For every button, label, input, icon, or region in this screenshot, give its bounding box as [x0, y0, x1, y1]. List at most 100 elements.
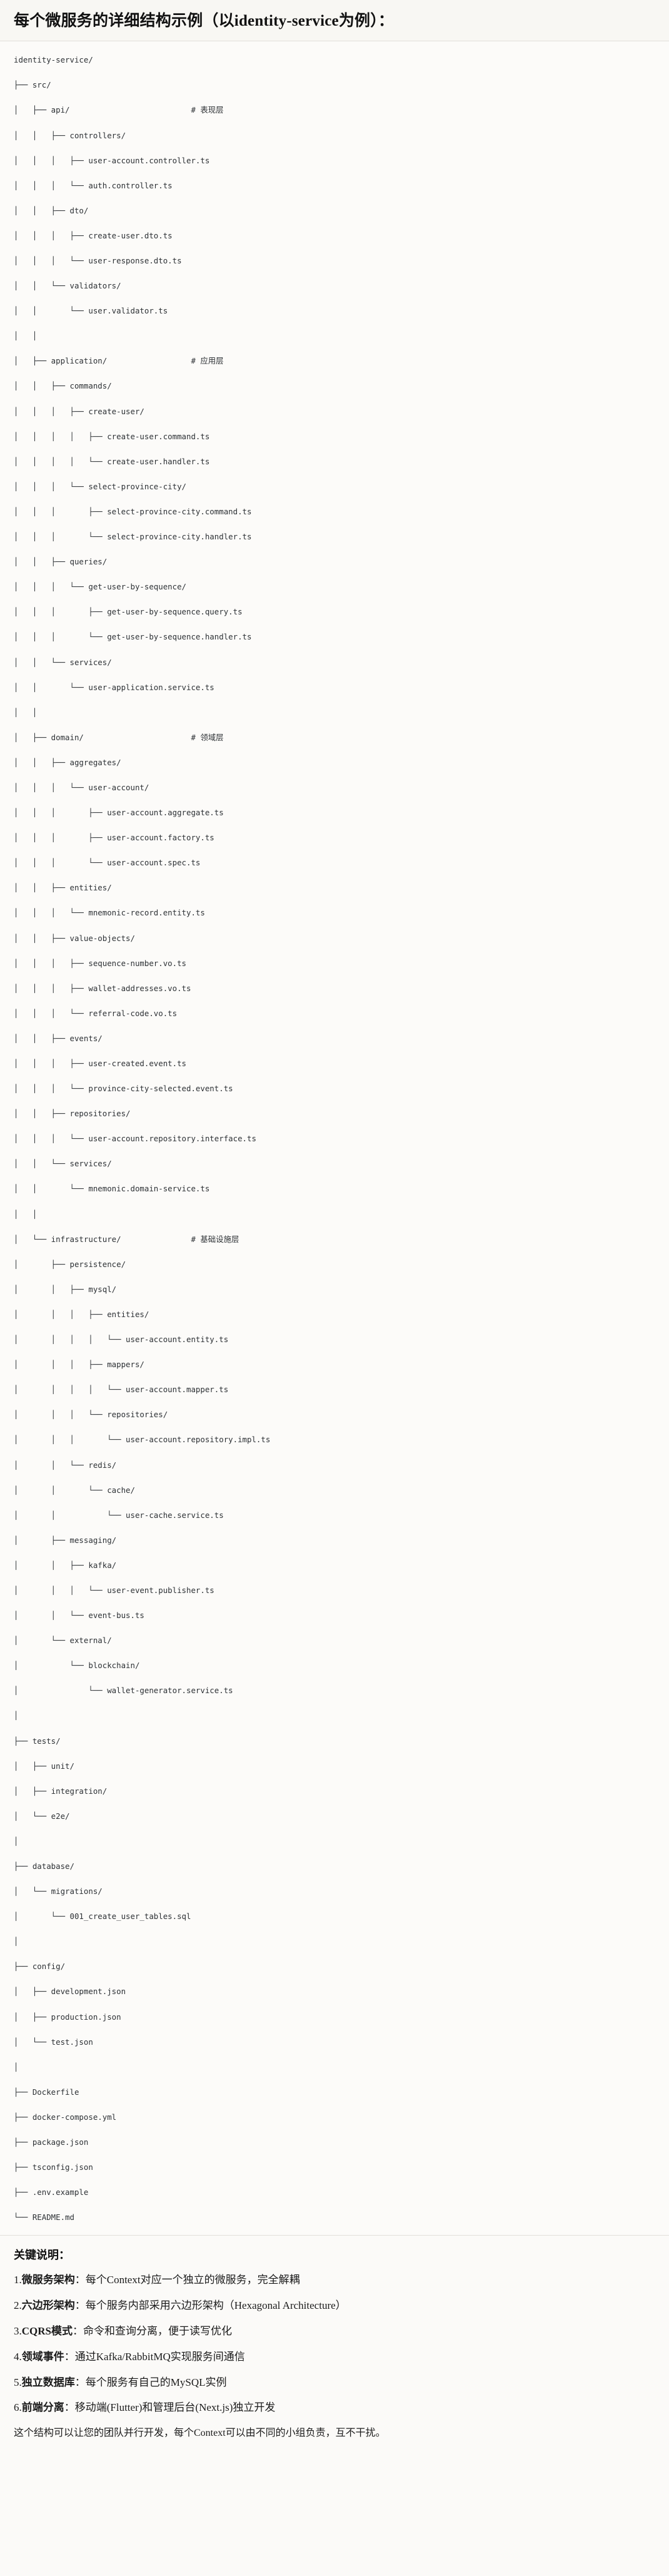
- tree-row: │ ├── integration/: [14, 1786, 108, 1796]
- tree-row: │ │ │ │ └── create-user.handler.ts: [14, 456, 210, 466]
- tree-row: │ │ │ └── mnemonic-record.entity.ts: [14, 908, 205, 918]
- tree-row: │ │ └── user-cache.service.ts: [14, 1510, 224, 1520]
- tree-row: ├── tests/: [14, 1736, 61, 1746]
- tree-row: │ │ │ └── user-account.spec.ts: [14, 858, 201, 868]
- tree-row: │: [14, 2062, 19, 2072]
- tree-row: └── README.md: [14, 2212, 74, 2222]
- tree-row: ├── docker-compose.yml: [14, 2112, 117, 2122]
- tree-row: │ │ │ └── user-response.dto.ts: [14, 256, 182, 265]
- tree-row: │ └── migrations/: [14, 1886, 103, 1896]
- tree-row: │ │ └── mnemonic.domain-service.ts: [14, 1184, 210, 1194]
- tree-row: │ ├── production.json: [14, 2012, 121, 2022]
- tree-row: │ │ │ └── user-account/: [14, 782, 149, 792]
- tree-row: │ └── blockchain/: [14, 1661, 140, 1671]
- tree-row: ├── src/: [14, 80, 51, 90]
- key-note-number: 3.: [14, 2324, 22, 2337]
- tree-row: │ │: [14, 331, 38, 341]
- tree-row-path: │ ├── domain/: [14, 732, 191, 742]
- tree-row: │ │ ├── repositories/: [14, 1109, 131, 1119]
- tree-row: │ │ │ └── select-province-city/: [14, 481, 187, 491]
- directory-tree: identity-service/ ├── src/ │ ├── api/ # …: [14, 54, 655, 2224]
- tree-row-path: │ ├── application/: [14, 356, 191, 366]
- tree-row: │ ├── application/ # 应用层: [14, 355, 655, 367]
- tree-row: │ │: [14, 1209, 38, 1219]
- tree-row: identity-service/: [14, 55, 93, 65]
- tree-row: │ │ │ ├── user-account.factory.ts: [14, 833, 214, 843]
- tree-row: │ └── test.json: [14, 2037, 93, 2047]
- tree-row: │ │ │ └── user-event.publisher.ts: [14, 1585, 214, 1595]
- key-note-term: 领域事件: [21, 2350, 64, 2363]
- tree-row: │ │ │ └── get-user-by-sequence/: [14, 582, 187, 592]
- tree-row: │ │ └── event-bus.ts: [14, 1611, 144, 1621]
- tree-row: │ │ │ └── referral-code.vo.ts: [14, 1008, 178, 1018]
- tree-row: │ │ ├── queries/: [14, 557, 108, 567]
- key-note-text: ：通过Kafka/RabbitMQ实现服务间通信: [64, 2350, 245, 2363]
- tree-row: │ │ ├── commands/: [14, 381, 112, 391]
- key-notes-closing: 这个结构可以让您的团队并行开发，每个Context可以由不同的小组负责，互不干扰…: [14, 2428, 386, 2439]
- tree-row: │ ├── api/ # 表现层: [14, 104, 655, 116]
- key-notes-title: 关键说明：: [14, 2249, 70, 2262]
- key-note-number: 1.: [14, 2273, 22, 2286]
- tree-row: │ │ │ └── user-account.repository.impl.t…: [14, 1435, 271, 1445]
- tree-row: │ │ ├── dto/: [14, 205, 89, 215]
- tree-row: │ │ │ └── get-user-by-sequence.handler.t…: [14, 632, 252, 642]
- tree-row: │ │ └── redis/: [14, 1460, 117, 1470]
- tree-row: │ │ └── validators/: [14, 281, 121, 291]
- key-note-term: 前端分离: [21, 2401, 64, 2414]
- tree-row: │ │ │ └── repositories/: [14, 1410, 168, 1420]
- tree-row: │ │ │ ├── wallet-addresses.vo.ts: [14, 983, 191, 993]
- tree-row: ├── package.json: [14, 2137, 89, 2147]
- key-note-item: 2.六边形架构：每个服务内部采用六边形架构（Hexagonal Architec…: [14, 2299, 655, 2313]
- tree-row: │ │ └── services/: [14, 1159, 112, 1169]
- tree-row: ├── .env.example: [14, 2187, 89, 2197]
- tree-row: │ │ └── user-application.service.ts: [14, 682, 214, 692]
- key-note-number: 5.: [14, 2376, 22, 2388]
- tree-row: │ │ └── user.validator.ts: [14, 306, 168, 316]
- tree-row: │ └── e2e/: [14, 1811, 70, 1821]
- key-note-term: 独立数据库: [21, 2376, 75, 2388]
- tree-row: │ │ │ │ └── user-account.entity.ts: [14, 1335, 229, 1345]
- tree-row: │ │ │ └── province-city-selected.event.t…: [14, 1084, 233, 1094]
- key-note-text: ：每个服务有自己的MySQL实例: [74, 2376, 227, 2388]
- tree-row: │ ├── unit/: [14, 1761, 74, 1771]
- tree-row: │ │ │ ├── get-user-by-sequence.query.ts: [14, 607, 243, 617]
- tree-row: │ │ │ │ ├── create-user.command.ts: [14, 431, 210, 441]
- key-note-item: 4.领域事件：通过Kafka/RabbitMQ实现服务间通信: [14, 2350, 655, 2365]
- tree-row-comment: # 应用层: [191, 356, 224, 366]
- key-note-number: 4.: [14, 2350, 22, 2363]
- tree-row: │ │ │ └── auth.controller.ts: [14, 180, 173, 190]
- directory-tree-block: identity-service/ ├── src/ │ ├── api/ # …: [0, 41, 669, 2236]
- tree-row-path: │ └── infrastructure/: [14, 1234, 191, 1244]
- key-note-item: 5.独立数据库：每个服务有自己的MySQL实例: [14, 2376, 655, 2390]
- tree-row: │ │ ├── mysql/: [14, 1284, 117, 1294]
- tree-row: │ │ ├── events/: [14, 1033, 103, 1043]
- key-note-text: ：每个Context对应一个独立的微服务，完全解耦: [74, 2273, 300, 2286]
- key-note-number: 2.: [14, 2299, 22, 2311]
- tree-row: │ │ │ ├── mappers/: [14, 1360, 144, 1370]
- key-note-text: ：移动端(Flutter)和管理后台(Next.js)独立开发: [64, 2401, 276, 2414]
- key-note-term: 六边形架构: [21, 2299, 75, 2311]
- tree-row: │ └── infrastructure/ # 基础设施层: [14, 1233, 655, 1246]
- tree-row-comment: # 领域层: [191, 732, 224, 742]
- tree-row: ├── config/: [14, 1962, 66, 1972]
- tree-row: │ │ │ ├── user-created.event.ts: [14, 1059, 187, 1068]
- tree-row: │: [14, 1711, 19, 1721]
- tree-row: │ │ │ ├── user-account.aggregate.ts: [14, 808, 224, 818]
- tree-row: ├── database/: [14, 1861, 74, 1871]
- key-notes-section: 关键说明： 1.微服务架构：每个Context对应一个独立的微服务，完全解耦 2.…: [0, 2236, 669, 2457]
- tree-row: │ │ ├── controllers/: [14, 130, 126, 140]
- tree-row: │ ├── messaging/: [14, 1535, 117, 1545]
- page-title: 每个微服务的详细结构示例（以identity-service为例）：: [14, 13, 395, 29]
- tree-row: │ ├── persistence/: [14, 1259, 126, 1269]
- tree-row-comment: # 表现层: [191, 105, 224, 115]
- key-note-term: 微服务架构: [21, 2273, 75, 2286]
- tree-row: │ │ │ │ └── user-account.mapper.ts: [14, 1385, 229, 1395]
- tree-row: │ └── wallet-generator.service.ts: [14, 1686, 233, 1696]
- tree-row: │: [14, 1836, 19, 1846]
- tree-row: │ ├── development.json: [14, 1987, 126, 1997]
- tree-row: │ │ │ ├── sequence-number.vo.ts: [14, 958, 187, 968]
- tree-row: │ │ │ ├── user-account.controller.ts: [14, 155, 210, 165]
- tree-row: │ │ │ ├── create-user/: [14, 406, 144, 416]
- tree-row: │ └── external/: [14, 1636, 112, 1646]
